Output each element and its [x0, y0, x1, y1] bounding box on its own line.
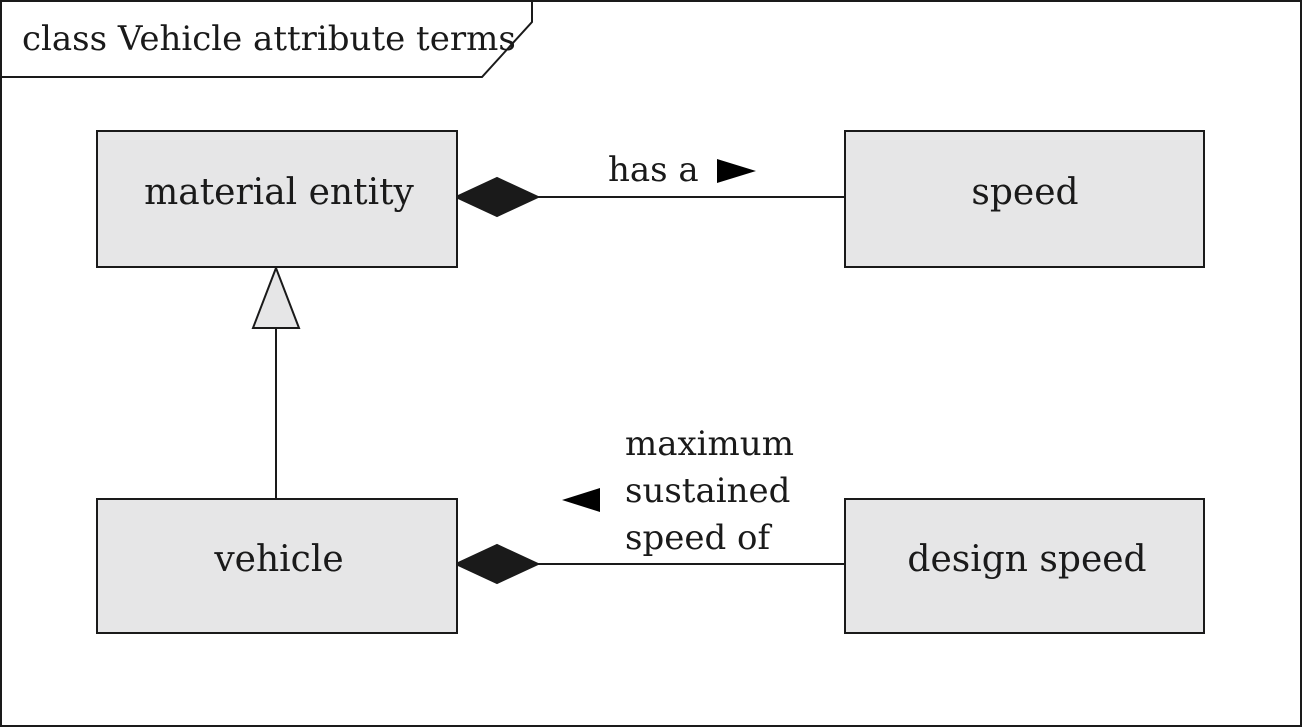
association-label-line-2: sustained: [625, 471, 790, 511]
frame-title: class Vehicle attribute terms: [22, 19, 516, 59]
class-label-design-speed: design speed: [907, 539, 1146, 580]
generalization-arrowhead-icon: [251, 265, 301, 329]
class-speed[interactable]: speed: [844, 130, 1205, 268]
association-label-line-1: maximum: [625, 424, 794, 464]
class-vehicle[interactable]: vehicle: [96, 498, 458, 634]
direction-arrow-right-icon: [717, 159, 756, 183]
class-label-material-entity: material entity: [144, 172, 414, 213]
class-material-entity[interactable]: material entity: [96, 130, 458, 268]
association-label-line-3: speed of: [625, 518, 772, 558]
class-box-design-speed: [844, 498, 1205, 634]
composition-diamond-vehicle: [453, 543, 541, 585]
class-box-vehicle: [96, 498, 458, 634]
direction-arrow-left-icon: [562, 488, 600, 512]
class-box-speed: [844, 130, 1205, 268]
frame-title-tab: [0, 0, 533, 78]
class-box-material-entity: [96, 130, 458, 268]
class-design-speed[interactable]: design speed: [844, 498, 1205, 634]
composition-diamond-material-entity: [453, 176, 541, 218]
class-label-speed: speed: [971, 172, 1078, 213]
class-label-vehicle: vehicle: [213, 539, 343, 580]
association-label-has-a: has a: [608, 150, 699, 190]
